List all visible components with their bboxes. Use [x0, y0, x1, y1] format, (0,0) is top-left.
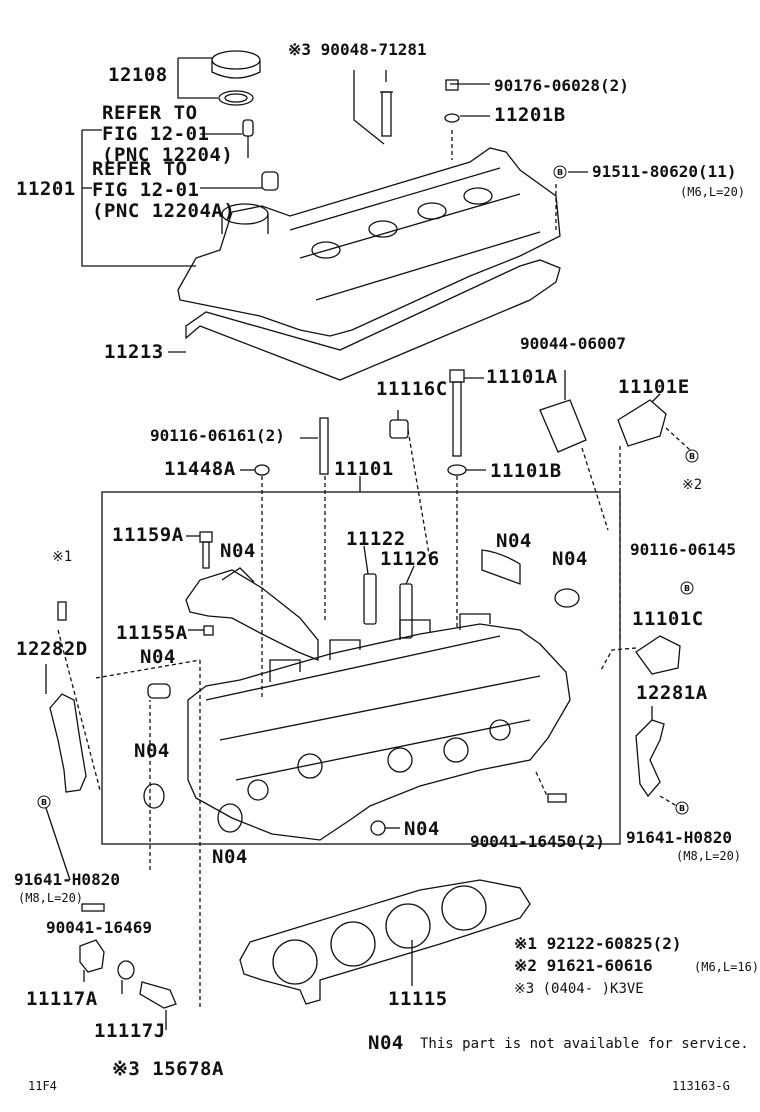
label-11448A: 11448A: [164, 458, 236, 480]
cylinder-head-cover-11201: [177, 147, 561, 337]
pcv-fitting: [242, 119, 279, 191]
label-11115: 11115: [388, 988, 448, 1010]
label-note1: ※1 92122-60825(2): [514, 934, 682, 953]
label-91511-80620: 91511-80620(11): [592, 162, 737, 181]
cylinder-head-11101: [187, 613, 571, 841]
label-11155A: 11155A: [116, 622, 188, 644]
label-refer2-line1: REFER TO: [92, 158, 188, 180]
b-marker-1: B: [557, 168, 563, 177]
label-90041-16469: 90041-16469: [46, 918, 152, 937]
label-11117A: 11117A: [26, 988, 98, 1010]
label-90044-06007: 90044-06007: [520, 334, 626, 353]
label-note-x1: ※1: [52, 549, 73, 565]
label-11101C: 11101C: [632, 608, 704, 630]
label-11126: 11126: [380, 548, 440, 570]
footer-figure-number: 113163-G: [672, 1079, 730, 1093]
label-11117J: 11117J: [94, 1020, 166, 1042]
label-90041-16450: 90041-16450(2): [470, 832, 605, 851]
label-15678A: ※3 15678A: [112, 1058, 224, 1080]
label-refer1-line1: REFER TO: [102, 102, 198, 124]
label-n04-f: N04: [404, 818, 440, 840]
label-note2: ※2 91621-60616: [514, 956, 653, 975]
label-refer1-line3: (PNC 12204): [102, 144, 234, 166]
legend-text: This part is not available for service.: [420, 1036, 749, 1052]
label-11213: 11213: [104, 341, 164, 363]
label-n04-b: N04: [496, 530, 532, 552]
label-91641-left: 91641-H0820: [14, 870, 120, 889]
label-refer2-line3: (PNC 12204A): [92, 200, 236, 222]
b-marker-5: B: [679, 804, 685, 813]
label-90048-71281: ※3 90048-71281: [288, 40, 427, 59]
label-refer1-line2: FIG 12-01: [102, 123, 210, 145]
head-cover-gasket-11213: [185, 259, 561, 381]
label-11116C: 11116C: [376, 378, 448, 400]
label-11101E: 11101E: [618, 376, 690, 398]
label-note-x2: ※2: [682, 477, 703, 493]
label-90116-06145: 90116-06145: [630, 540, 736, 559]
label-11101A: 11101A: [486, 366, 558, 388]
label-91641-left-spec: (M8,L=20): [18, 891, 84, 905]
b-marker-3: B: [684, 584, 690, 593]
legend-code: N04: [368, 1032, 404, 1054]
label-91641-right-spec: (M8,L=20): [676, 849, 742, 863]
label-11201: 11201: [16, 178, 76, 200]
label-12108: 12108: [108, 64, 168, 86]
label-11101: 11101: [334, 458, 394, 480]
label-n04-g: N04: [212, 846, 248, 868]
label-note3: ※3 (0404- )K3VE: [514, 981, 644, 997]
label-90176-06028: 90176-06028(2): [494, 76, 629, 95]
label-refer2-line2: FIG 12-01: [92, 179, 200, 201]
label-11159A: 11159A: [112, 524, 184, 546]
label-11122: 11122: [346, 528, 406, 550]
label-n04-e: N04: [134, 740, 170, 762]
label-n04-c: N04: [552, 548, 588, 570]
head-gasket-11115: [239, 879, 531, 1005]
b-marker-4: B: [41, 798, 47, 807]
label-n04-a: N04: [220, 540, 256, 562]
label-91641-right: 91641-H0820: [626, 828, 732, 847]
label-12282D: 12282D: [16, 638, 88, 660]
label-12281A: 12281A: [636, 682, 708, 704]
label-note2-spec: (M6,L=16): [694, 960, 760, 974]
label-11101B: 11101B: [490, 460, 562, 482]
label-91511-spec: (M6,L=20): [680, 185, 746, 199]
footer-left-code: 11F4: [28, 1079, 57, 1093]
oil-filler-cap-12108: [211, 50, 261, 106]
head-assembly-frame: [101, 491, 621, 845]
label-11201B: 11201B: [494, 104, 566, 126]
b-marker-2: B: [689, 452, 695, 461]
label-90116-06161: 90116-06161(2): [150, 426, 285, 445]
label-n04-d: N04: [140, 646, 176, 668]
